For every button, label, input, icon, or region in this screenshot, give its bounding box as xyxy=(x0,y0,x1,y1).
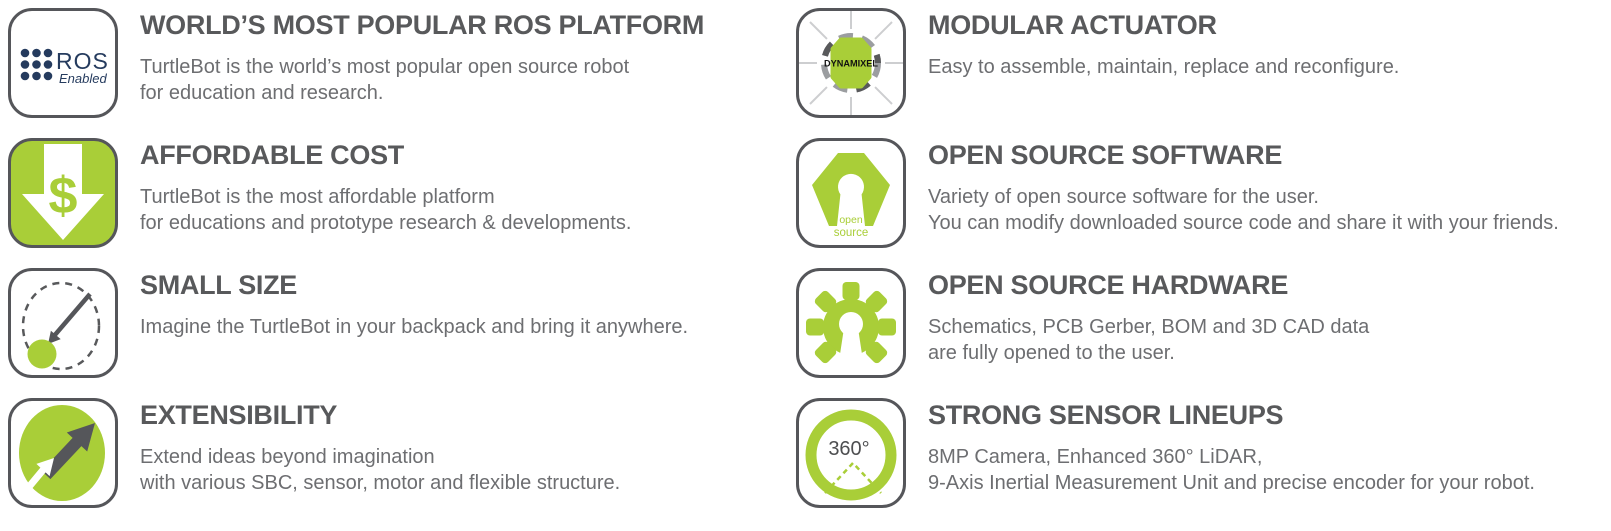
feature-strong-sensor-lineups: 360° STRONG SENSOR LINEUPS 8MP Camera, E… xyxy=(796,398,1611,528)
ros-enabled-icon: ROS Enabled xyxy=(8,8,118,118)
feature-title: EXTENSIBILITY xyxy=(140,400,338,430)
extensibility-icon xyxy=(8,398,118,508)
feature-title: SMALL SIZE xyxy=(140,270,298,300)
feature-title: STRONG SENSOR LINEUPS xyxy=(928,400,1284,430)
feature-title: OPEN SOURCE SOFTWARE xyxy=(928,140,1283,170)
feature-ros-platform: ROS Enabled WORLD’S MOST POPULAR ROS PLA… xyxy=(8,8,780,138)
ros-logo-text: ROS xyxy=(56,48,109,74)
feature-description: Variety of open source software for the … xyxy=(928,186,1559,235)
ros-enabled-text: Enabled xyxy=(59,71,107,86)
feature-title: WORLD’S MOST POPULAR ROS PLATFORM xyxy=(140,10,705,40)
dynamixel-actuator-icon: DYNAMIXEL xyxy=(796,8,906,118)
feature-description: Easy to assemble, maintain, replace and … xyxy=(928,56,1400,78)
feature-description: Extend ideas beyond imagination with var… xyxy=(140,446,621,495)
feature-small-size: SMALL SIZE Imagine the TurtleBot in your… xyxy=(8,268,780,398)
small-arrow-shape xyxy=(25,458,54,491)
feature-extensibility: EXTENSIBILITY Extend ideas beyond imagin… xyxy=(8,398,780,528)
open-text: open xyxy=(839,214,863,226)
degrees-text: 360° xyxy=(828,438,869,460)
feature-affordable-cost: $ AFFORDABLE COST TurtleBot is the most … xyxy=(8,138,780,268)
feature-description: 8MP Camera, Enhanced 360° LiDAR, 9-Axis … xyxy=(928,446,1535,495)
dollar-sign: $ xyxy=(49,167,78,225)
dynamixel-logo-text: DYNAMIXEL xyxy=(824,59,878,69)
feature-title: MODULAR ACTUATOR xyxy=(928,10,1217,40)
open-source-software-icon: open source xyxy=(796,138,906,248)
feature-modular-actuator: DYNAMIXEL MODULAR ACTUATOR Easy to assem… xyxy=(796,8,1611,138)
feature-open-source-hardware: OPEN SOURCE HARDWARE Schematics, PCB Ger… xyxy=(796,268,1611,398)
feature-description: TurtleBot is the world’s most popular op… xyxy=(140,56,630,105)
feature-description: Schematics, PCB Gerber, BOM and 3D CAD d… xyxy=(928,316,1370,365)
affordable-cost-icon: $ xyxy=(8,138,118,248)
big-arrow-shape xyxy=(41,423,95,480)
features-column-left: ROS Enabled WORLD’S MOST POPULAR ROS PLA… xyxy=(8,8,780,528)
small-size-icon xyxy=(8,268,118,378)
feature-open-source-software: open source OPEN SOURCE SOFTWARE Variety… xyxy=(796,138,1611,268)
feature-title: AFFORDABLE COST xyxy=(140,140,404,170)
feature-title: OPEN SOURCE HARDWARE xyxy=(928,270,1289,300)
open-source-hardware-gear-icon xyxy=(796,268,906,378)
feature-description: TurtleBot is the most affordable platfor… xyxy=(140,186,632,235)
lidar-360-icon: 360° xyxy=(796,398,906,508)
feature-description: Imagine the TurtleBot in your backpack a… xyxy=(140,316,689,338)
down-arrow-shape xyxy=(22,144,104,240)
source-text: source xyxy=(834,227,869,239)
features-column-right: DYNAMIXEL MODULAR ACTUATOR Easy to assem… xyxy=(780,8,1611,528)
